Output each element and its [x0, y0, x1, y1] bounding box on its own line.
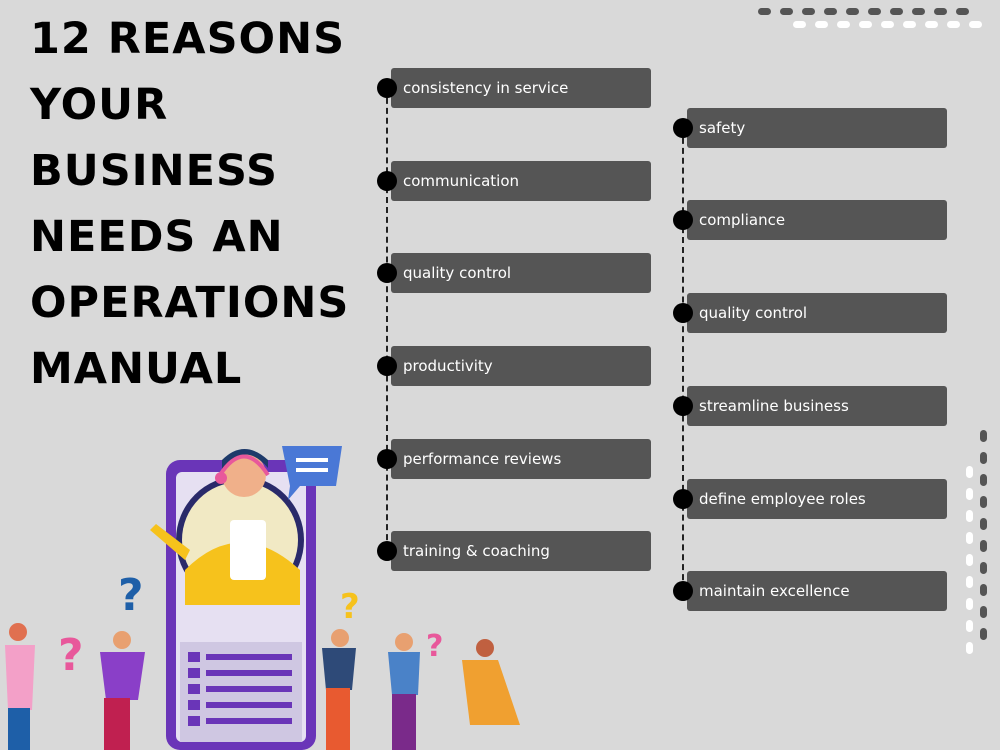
- person-figure: [5, 623, 35, 750]
- dash: [824, 8, 837, 15]
- dash: [980, 606, 987, 618]
- timeline-dot: [673, 303, 693, 323]
- reason-label: quality control: [403, 264, 512, 282]
- reason-item: productivity: [391, 346, 651, 386]
- dash: [758, 8, 771, 15]
- reason-item: consistency in service: [391, 68, 651, 108]
- person-figure: [462, 639, 520, 725]
- dash: [980, 474, 987, 486]
- dash: [966, 598, 973, 610]
- reason-label: compliance: [699, 211, 786, 229]
- timeline-dot: [673, 581, 693, 601]
- dash: [780, 8, 793, 15]
- dash: [881, 21, 894, 28]
- dash: [966, 642, 973, 654]
- timeline-dot: [377, 449, 397, 469]
- page-title: 12 REASONS YOUR BUSINESS NEEDS AN OPERAT…: [30, 6, 370, 402]
- svg-text:?: ?: [426, 629, 443, 664]
- chat-bubble-icon: [282, 446, 342, 500]
- dash: [947, 21, 960, 28]
- svg-text:?: ?: [58, 630, 84, 681]
- timeline-dot: [377, 171, 397, 191]
- title-line: YOUR: [30, 80, 169, 130]
- title-line: 12 REASONS: [30, 14, 346, 64]
- dash: [966, 488, 973, 500]
- dash: [980, 628, 987, 640]
- dash: [980, 452, 987, 464]
- dash: [980, 496, 987, 508]
- dash: [969, 21, 982, 28]
- timeline-dot: [673, 118, 693, 138]
- reason-label: streamline business: [699, 397, 849, 415]
- reason-item: quality control: [391, 253, 651, 293]
- dash: [980, 430, 987, 442]
- reason-item: maintain excellence: [687, 571, 947, 611]
- timeline-dot: [673, 210, 693, 230]
- reason-label: consistency in service: [403, 79, 569, 97]
- customer-support-illustration: ? ? ? ?: [5, 446, 520, 750]
- dash: [966, 554, 973, 566]
- dash: [903, 21, 916, 28]
- svg-text:?: ?: [118, 570, 144, 621]
- dash: [956, 8, 969, 15]
- dash: [980, 518, 987, 530]
- question-mark-icon: ? ? ? ?: [58, 570, 443, 681]
- dash: [912, 8, 925, 15]
- timeline-dot: [377, 78, 397, 98]
- dash: [846, 8, 859, 15]
- dash: [966, 532, 973, 544]
- dash: [934, 8, 947, 15]
- reason-item: compliance: [687, 200, 947, 240]
- dash: [980, 540, 987, 552]
- reason-label: quality control: [699, 304, 808, 322]
- reason-item: performance reviews: [391, 439, 651, 479]
- title-line: OPERATIONS: [30, 278, 350, 328]
- dash: [837, 21, 850, 28]
- timeline-dot: [377, 263, 397, 283]
- headset-icon: [215, 454, 270, 484]
- reason-item: quality control: [687, 293, 947, 333]
- dash: [925, 21, 938, 28]
- dash: [793, 21, 806, 28]
- right-timeline-line: [682, 128, 684, 590]
- reason-label: productivity: [403, 357, 493, 375]
- reason-item: streamline business: [687, 386, 947, 426]
- title-line: BUSINESS: [30, 146, 279, 196]
- title-line: MANUAL: [30, 344, 243, 394]
- reason-label: training & coaching: [403, 542, 550, 560]
- left-timeline-line: [386, 88, 388, 550]
- reason-item: communication: [391, 161, 651, 201]
- timeline-dot: [377, 356, 397, 376]
- dash: [966, 576, 973, 588]
- dash: [859, 21, 872, 28]
- dash: [966, 620, 973, 632]
- title-line: NEEDS AN: [30, 212, 284, 262]
- timeline-dot: [377, 541, 397, 561]
- reason-label: communication: [403, 172, 520, 190]
- timeline-dot: [673, 396, 693, 416]
- person-figure: [322, 629, 356, 750]
- reason-label: define employee roles: [699, 490, 866, 508]
- reason-item: training & coaching: [391, 531, 651, 571]
- reason-item: define employee roles: [687, 479, 947, 519]
- svg-text:?: ?: [340, 587, 360, 627]
- dash: [802, 8, 815, 15]
- timeline-dot: [673, 489, 693, 509]
- reason-label: performance reviews: [403, 450, 562, 468]
- person-figure: [388, 633, 420, 750]
- dash: [966, 466, 973, 478]
- reason-label: safety: [699, 119, 746, 137]
- dash: [868, 8, 881, 15]
- dash: [980, 584, 987, 596]
- dash: [890, 8, 903, 15]
- reason-item: safety: [687, 108, 947, 148]
- dash: [966, 510, 973, 522]
- dash: [980, 562, 987, 574]
- reason-label: maintain excellence: [699, 582, 850, 600]
- dash: [815, 21, 828, 28]
- person-figure: [100, 631, 145, 750]
